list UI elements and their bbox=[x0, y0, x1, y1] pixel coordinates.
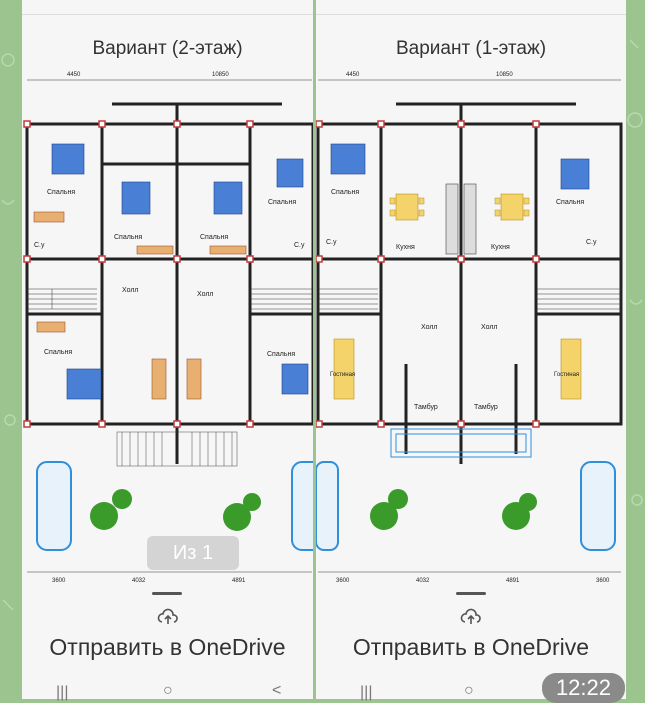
card-top-edge bbox=[22, 0, 313, 15]
room-label: Спальня bbox=[200, 234, 228, 241]
dim-bottom: 4032 bbox=[416, 578, 430, 584]
room-label: Спальня bbox=[44, 349, 72, 356]
dim-top-2: 10850 bbox=[212, 72, 229, 78]
room-label: Кухня bbox=[491, 244, 510, 251]
dim-top-1: 4450 bbox=[67, 72, 81, 78]
recent-apps-icon[interactable]: ||| bbox=[56, 684, 69, 701]
dim-top-1: 4450 bbox=[346, 72, 360, 78]
walls bbox=[25, 102, 313, 464]
room-label: С.у bbox=[294, 242, 305, 249]
room-label: Холл bbox=[481, 324, 498, 331]
beds bbox=[51, 143, 309, 400]
balcony bbox=[116, 431, 238, 467]
room-label: Спальня bbox=[47, 189, 75, 196]
room-label: Спальня bbox=[556, 199, 584, 206]
dim-bottom: 4891 bbox=[506, 578, 520, 584]
plan-title: Вариант (2-этаж) bbox=[92, 38, 243, 59]
send-to-onedrive-button[interactable]: Отправить в OneDrive bbox=[49, 634, 286, 660]
room-label: Гостиная bbox=[554, 372, 579, 378]
system-navbar: ||| ○ < ||| ○ bbox=[0, 676, 645, 701]
chairs bbox=[389, 197, 530, 217]
time-badge: 12:22 bbox=[541, 673, 625, 703]
columns bbox=[316, 120, 540, 428]
car-icon bbox=[316, 461, 616, 551]
floor-plan-drawing: 4450 10850 bbox=[316, 72, 623, 584]
cloud-upload-icon[interactable] bbox=[157, 608, 179, 626]
dim-bottom: 4032 bbox=[132, 578, 146, 584]
plan-title: Вариант (1-этаж) bbox=[395, 38, 547, 59]
room-label: Тамбур bbox=[414, 403, 438, 411]
dim-bottom: 3600 bbox=[596, 578, 610, 584]
send-to-onedrive-button[interactable]: Отправить в OneDrive bbox=[352, 634, 590, 660]
beds bbox=[330, 143, 590, 190]
room-label: Спальня bbox=[331, 189, 359, 196]
home-icon[interactable]: ○ bbox=[464, 682, 474, 699]
home-icon[interactable]: ○ bbox=[163, 682, 173, 699]
recent-apps-icon[interactable]: ||| bbox=[360, 684, 373, 701]
drag-handle[interactable] bbox=[152, 592, 182, 595]
room-label: Кухня bbox=[396, 244, 415, 251]
kitchen-counter bbox=[445, 183, 477, 255]
entrance-steps bbox=[390, 428, 532, 458]
room-label: Спальня bbox=[268, 199, 296, 206]
image-card-second-floor[interactable]: Вариант (2-этаж) 4450 10850 bbox=[22, 0, 313, 699]
tree-icon bbox=[370, 489, 537, 530]
stairs bbox=[318, 288, 621, 310]
room-label: Спальня bbox=[114, 234, 142, 241]
floor-plan-drawing: 4450 10850 bbox=[23, 72, 313, 584]
drag-handle[interactable] bbox=[456, 592, 486, 595]
tree-icon bbox=[90, 489, 261, 531]
dim-bottom: 3600 bbox=[336, 578, 350, 584]
dim-top-2: 10850 bbox=[496, 72, 513, 78]
room-label: Гостиная bbox=[330, 372, 355, 378]
page-indicator: Из 1 bbox=[147, 536, 239, 570]
card-top-edge bbox=[316, 0, 626, 15]
image-card-first-floor[interactable]: Вариант (1-этаж) 4450 10850 bbox=[316, 0, 626, 699]
car-icon bbox=[36, 461, 313, 551]
room-label: С.у bbox=[326, 239, 337, 246]
dim-bottom: 3600 bbox=[52, 578, 66, 584]
room-label: С.у bbox=[586, 239, 597, 246]
walls bbox=[316, 102, 623, 464]
back-icon[interactable]: < bbox=[272, 682, 282, 699]
room-label: Тамбур bbox=[474, 403, 498, 411]
stairs bbox=[27, 288, 312, 310]
columns bbox=[23, 120, 254, 428]
cloud-upload-icon[interactable] bbox=[460, 608, 482, 626]
room-label: С.у bbox=[34, 242, 45, 249]
room-label: Спальня bbox=[267, 351, 295, 358]
room-label: Холл bbox=[421, 324, 438, 331]
room-label: Холл bbox=[122, 287, 139, 294]
dim-bottom: 4891 bbox=[232, 578, 246, 584]
room-label: Холл bbox=[197, 291, 214, 298]
furniture bbox=[33, 211, 247, 400]
dining-table bbox=[333, 193, 582, 400]
